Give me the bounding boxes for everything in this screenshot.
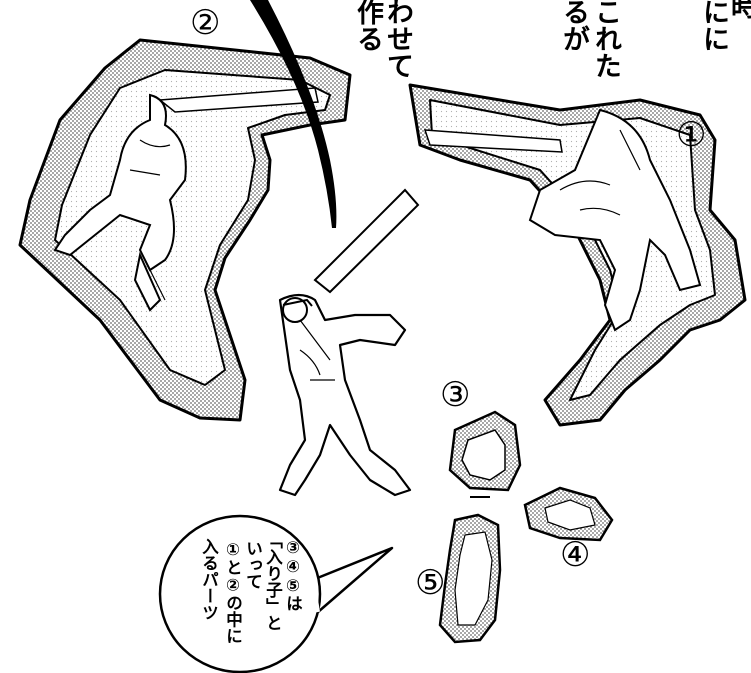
bubble-line-5: 入るパーツ	[200, 538, 217, 621]
part-number-5: ⑤	[415, 566, 445, 600]
bubble-line-3: いって	[244, 540, 261, 590]
bubble-line-1: ③④⑤は	[284, 538, 301, 612]
top-text-col1: 作る	[354, 0, 381, 52]
insert-part-4	[525, 488, 612, 540]
part-number-2: ②	[190, 6, 220, 40]
top-text-col2: わせて	[384, 0, 411, 79]
top-text-col3: るが	[560, 0, 587, 52]
top-text-col4: これた	[592, 0, 619, 79]
part-number-4: ④	[560, 538, 590, 572]
top-text-col6: 時	[728, 0, 751, 19]
insert-part-5	[440, 515, 500, 642]
bubble-line-4: ①と②の中に	[224, 540, 241, 644]
part-number-1: ①	[676, 118, 706, 152]
top-text-col5: にに	[700, 0, 727, 52]
bubble-line-2: 「入り子」と	[264, 532, 281, 631]
part-number-3: ③	[440, 378, 470, 412]
batter-figure	[280, 190, 418, 495]
insert-part-3	[450, 412, 520, 497]
